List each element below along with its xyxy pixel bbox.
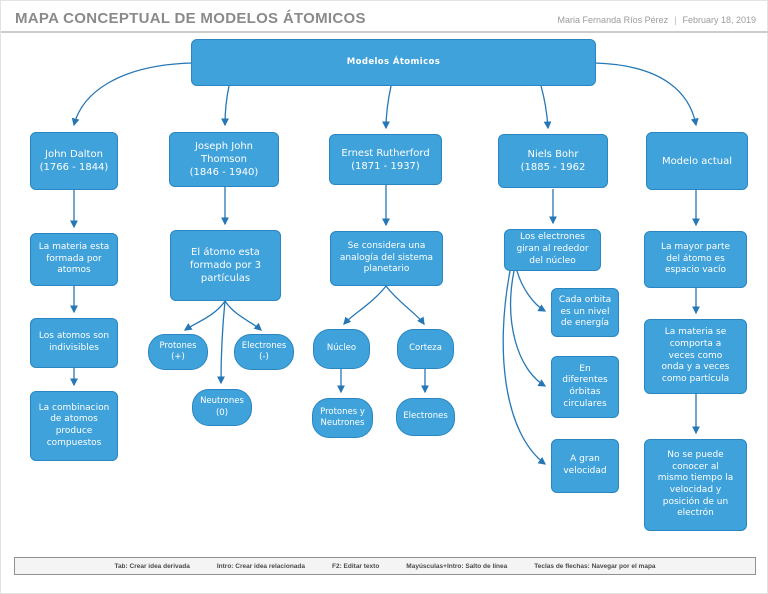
document-date: February 18, 2019 <box>682 15 756 25</box>
shortcut-mayusculas-intro: Mayúsculas+Intro: Salto de línea <box>406 562 508 570</box>
node-modelo-actual[interactable]: Modelo actual <box>646 132 748 190</box>
connector-root-actual <box>594 62 699 127</box>
page-header: MAPA CONCEPTUAL DE MODELOS ÁTOMICOS Mari… <box>1 1 768 33</box>
node-modelos-atomicos[interactable]: Modelos Átomicos <box>191 39 596 86</box>
node-nucleo[interactable]: Núcleo <box>313 329 370 369</box>
node-velocidad-posicion-electron[interactable]: No se puede conocer al mismo tiempo la v… <box>644 439 747 531</box>
connector-thomson-protones <box>183 300 226 331</box>
node-electrones-negativos[interactable]: Electrones (-) <box>234 334 294 370</box>
node-protones[interactable]: Protones (+) <box>148 334 208 370</box>
node-electrones-corteza[interactable]: Electrones <box>396 398 455 436</box>
page-title: MAPA CONCEPTUAL DE MODELOS ÁTOMICOS <box>15 10 366 27</box>
node-analogia-sistema-planetario[interactable]: Se considera una analogía del sistema pl… <box>330 231 443 286</box>
node-orbita-nivel-energia[interactable]: Cada orbita es un nivel de energía <box>551 288 619 337</box>
shortcut-intro: Intro: Crear idea relacionada <box>216 562 305 570</box>
node-ernest-rutherford[interactable]: Ernest Rutherford (1871 - 1937) <box>329 134 442 185</box>
connector-root-bohr <box>540 85 552 130</box>
connector-thomson-neutrones <box>217 300 226 385</box>
connector-root-dalton <box>71 62 193 127</box>
node-neutrones[interactable]: Neutrones (0) <box>192 389 252 426</box>
node-a-gran-velocidad[interactable]: A gran velocidad <box>551 439 619 493</box>
byline: Maria Fernanda Ríos Pérez | February 18, 2… <box>558 15 756 25</box>
connector-bohr-child1 <box>516 270 547 312</box>
node-joseph-john-thomson[interactable]: Joseph John Thomson (1846 - 1940) <box>169 132 279 187</box>
connector-bohr-child2 <box>510 270 547 387</box>
node-electrones-giran-nucleo[interactable]: Los electrones giran al rededor del núcl… <box>504 229 601 271</box>
shortcut-flechas: Teclas de flechas: Navegar por el mapa <box>534 562 656 570</box>
connector-root-rutherford <box>382 85 392 130</box>
concept-map: Modelos Átomicos John Dalton (1766 - 184… <box>1 33 768 557</box>
connector-bohr-child3 <box>502 270 547 465</box>
node-atomo-3-particulas[interactable]: El átomo esta formado por 3 partículas <box>170 230 281 301</box>
author-name: Maria Fernanda Ríos Pérez <box>557 15 669 25</box>
shortcut-f2: F2: Editar texto <box>331 562 380 570</box>
shortcut-bar: Tab: Crear idea derivada Intro: Crear id… <box>14 557 756 575</box>
node-protones-y-neutrones[interactable]: Protones y Neutrones <box>312 398 373 438</box>
node-combinacion-compuestos[interactable]: La combinacion de atomos produce compues… <box>30 391 118 461</box>
node-orbitas-circulares[interactable]: En diferentes órbitas circulares <box>551 356 619 418</box>
node-corteza[interactable]: Corteza <box>397 329 454 369</box>
node-john-dalton[interactable]: John Dalton (1766 - 1844) <box>30 132 118 190</box>
node-atomos-indivisibles[interactable]: Los atomos son indivisibles <box>30 318 118 368</box>
shortcut-tab: Tab: Crear idea derivada <box>114 562 190 570</box>
node-materia-formada-atomos[interactable]: La materia esta formada por atomos <box>30 233 118 286</box>
connector-root-thomson <box>221 85 230 127</box>
node-atomo-espacio-vacio[interactable]: La mayor parte del átomo es espacio vací… <box>644 231 747 288</box>
connector-thomson-electrones <box>224 300 262 331</box>
connector-rutherford-nucleo <box>343 285 387 325</box>
node-niels-bohr[interactable]: Niels Bohr (1885 - 1962 <box>498 134 608 188</box>
node-onda-particula[interactable]: La materia se comporta a veces como onda… <box>644 319 747 394</box>
byline-separator: | <box>674 15 677 25</box>
connector-rutherford-corteza <box>385 285 425 326</box>
